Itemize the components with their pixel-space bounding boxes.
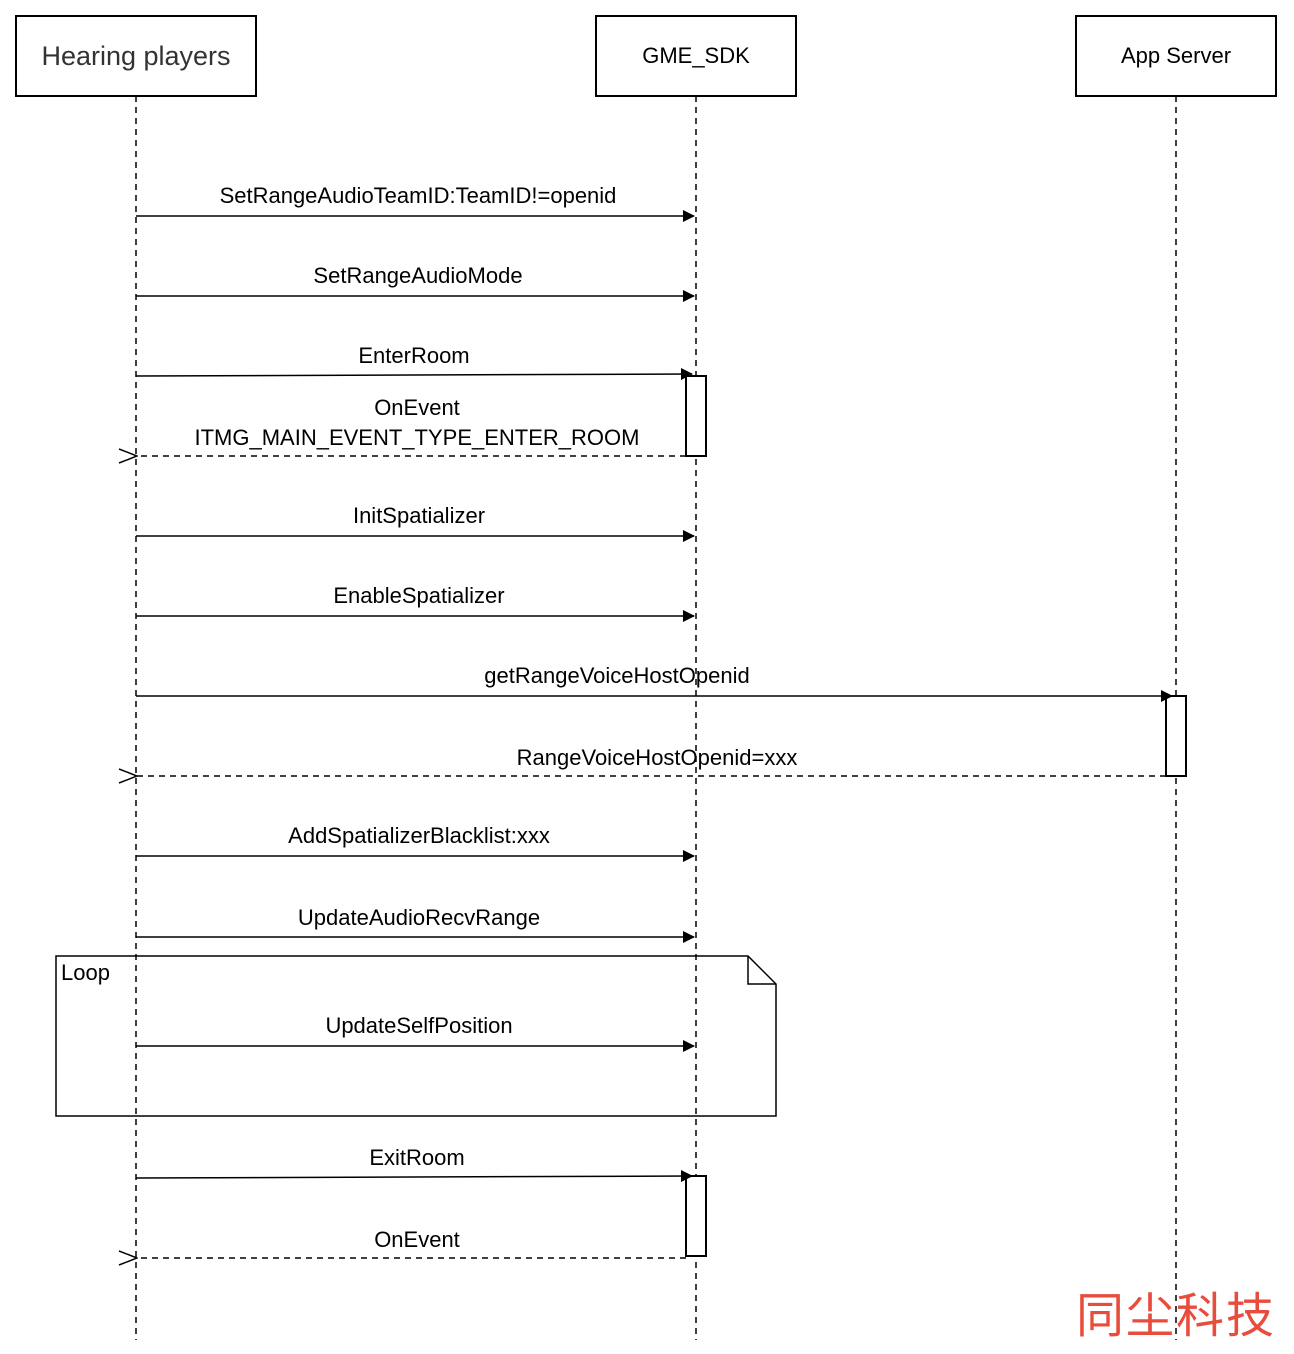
message-range-voice-host-openid-return: RangeVoiceHostOpenid=xxx: [137, 745, 1166, 776]
message-label-line2: ITMG_MAIN_EVENT_TYPE_ENTER_ROOM: [195, 425, 640, 450]
activation-get-host-openid: [1165, 695, 1187, 777]
message-set-range-audio-mode: SetRangeAudioMode: [136, 263, 695, 302]
message-enable-spatializer: EnableSpatializer: [136, 583, 695, 622]
message-label: OnEvent: [374, 1227, 460, 1252]
actor-app-server: App Server: [1075, 15, 1277, 97]
loop-frame: Loop: [55, 955, 777, 1117]
message-set-range-audio-team-id: SetRangeAudioTeamID:TeamID!=openid: [136, 183, 695, 222]
actor-gme-sdk: GME_SDK: [595, 15, 797, 97]
message-label: UpdateSelfPosition: [325, 1013, 512, 1038]
message-label: EnterRoom: [358, 343, 469, 368]
actor-app-server-label: App Server: [1121, 43, 1231, 68]
message-update-audio-recv-range: UpdateAudioRecvRange: [136, 905, 695, 943]
message-add-spatializer-blacklist: AddSpatializerBlacklist:xxx: [136, 823, 695, 862]
message-label: ExitRoom: [369, 1145, 464, 1170]
message-update-self-position: UpdateSelfPosition: [136, 1013, 695, 1052]
message-on-event-enter-room: OnEvent ITMG_MAIN_EVENT_TYPE_ENTER_ROOM: [137, 395, 686, 456]
message-label: EnableSpatializer: [333, 583, 504, 608]
message-label: UpdateAudioRecvRange: [298, 905, 540, 930]
actor-hearing-players-label: Hearing players: [41, 41, 230, 71]
actor-gme-sdk-label: GME_SDK: [642, 43, 750, 68]
watermark-text: 同尘科技: [1076, 1288, 1276, 1344]
message-get-range-voice-host-openid: getRangeVoiceHostOpenid: [136, 663, 1173, 702]
message-enter-room: EnterRoom: [135, 343, 693, 381]
message-label: getRangeVoiceHostOpenid: [484, 663, 749, 688]
loop-label: Loop: [61, 960, 110, 985]
message-init-spatializer: InitSpatializer: [136, 503, 695, 542]
activation-exit-room: [685, 1175, 707, 1257]
activation-enter-room: [685, 375, 707, 457]
message-label: SetRangeAudioMode: [313, 263, 522, 288]
message-label: OnEvent: [374, 395, 460, 420]
message-on-event-exit-room: OnEvent: [137, 1227, 686, 1258]
message-label: AddSpatializerBlacklist:xxx: [288, 823, 550, 848]
message-label: SetRangeAudioTeamID:TeamID!=openid: [220, 183, 617, 208]
actor-hearing-players: Hearing players: [15, 15, 257, 97]
message-exit-room: ExitRoom: [135, 1145, 693, 1183]
message-label: RangeVoiceHostOpenid=xxx: [517, 745, 798, 770]
message-label: InitSpatializer: [353, 503, 485, 528]
